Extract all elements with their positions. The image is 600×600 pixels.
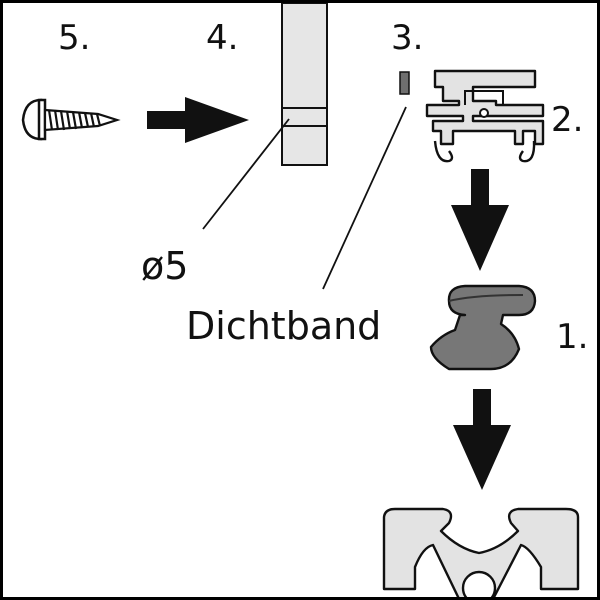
step-4-label: 4.	[206, 18, 238, 58]
seal-insert-part	[429, 284, 537, 371]
screw-icon	[21, 98, 121, 141]
arrow-right-icon	[147, 97, 249, 143]
arrow-down-icon	[453, 389, 511, 490]
arrow-down-icon	[451, 169, 509, 271]
leader-line-seal-tape	[322, 106, 407, 290]
cover-profile-part	[425, 69, 545, 163]
sleeve-part	[281, 3, 328, 166]
diameter-label: ø5	[141, 244, 188, 288]
seal-tape-label: Dichtband	[186, 304, 381, 348]
seal-tape-part	[399, 71, 410, 95]
leader-line-diameter	[202, 118, 290, 230]
assembly-diagram: 5. 4. 3. 2. 1.	[21, 3, 588, 597]
step-3-label: 3.	[391, 18, 423, 58]
aluminium-profile-part	[382, 507, 580, 597]
step-5-label: 5.	[58, 18, 90, 58]
step-1-label: 1.	[556, 317, 588, 357]
step-2-label: 2.	[551, 100, 583, 140]
